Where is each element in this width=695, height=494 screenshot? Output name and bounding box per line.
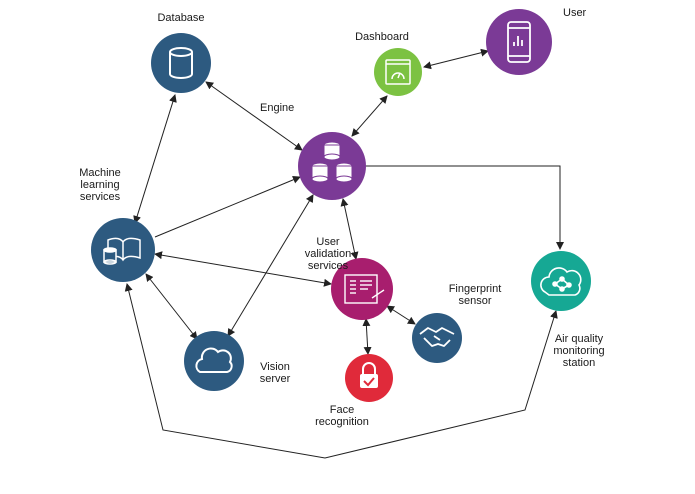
edge-validation-fingerprint (386, 305, 416, 325)
gauge-icon (385, 59, 411, 85)
label-line: Fingerprint (448, 283, 502, 295)
book-database-icon (103, 237, 141, 265)
edge-dashboard-user (423, 48, 489, 70)
cloud-network-icon (540, 267, 582, 296)
user-validation-label: User validation services (298, 236, 358, 272)
server-cluster-icon (311, 141, 353, 183)
engine-node[interactable] (298, 132, 366, 200)
label-line: validation (304, 248, 352, 260)
label-line: Air quality (554, 333, 604, 345)
edge-database-engine (205, 81, 303, 151)
dashboard-label: Dashboard (355, 31, 409, 43)
machine-learning-label: Machine learning services (70, 167, 130, 203)
user-label: User (563, 7, 587, 19)
edges (124, 48, 564, 459)
edge-ml-engine (154, 175, 301, 238)
label-line: station (562, 357, 596, 369)
air-quality-node[interactable] (531, 251, 591, 311)
smartphone-icon (507, 21, 531, 63)
document-signature-icon (344, 274, 385, 304)
database-label: Database (157, 12, 205, 24)
edge-database-ml (133, 94, 177, 224)
label-line: services (307, 260, 349, 272)
edge-ml-validation (154, 251, 332, 287)
label-line: learning (80, 179, 120, 191)
database-node[interactable] (151, 33, 211, 93)
vision-server-label: Vision server (250, 361, 300, 385)
vision-server-node[interactable] (184, 331, 244, 391)
edge-engine-dashboard (351, 95, 388, 137)
air-quality-label: Air quality monitoring station (544, 333, 614, 369)
fingerprint-sensor-label: Fingerprint sensor (440, 283, 510, 307)
label-line: sensor (458, 295, 492, 307)
handshake-icon (419, 327, 455, 347)
fingerprint-sensor-node[interactable] (412, 313, 462, 363)
label-line: Vision (260, 361, 290, 373)
label-line: User (316, 236, 340, 248)
edge-engine-air (366, 165, 564, 250)
label-line: Face (329, 404, 355, 416)
label-line: services (79, 191, 121, 203)
dashboard-node[interactable] (374, 48, 422, 96)
machine-learning-node[interactable] (91, 218, 155, 282)
label-line: recognition (315, 416, 369, 428)
label-line: monitoring (553, 345, 605, 357)
edge-engine-validation (340, 198, 359, 260)
face-recognition-node[interactable] (345, 354, 393, 402)
engine-label: Engine (260, 102, 295, 114)
label-line: server (259, 373, 291, 385)
label-line: Machine (79, 167, 121, 179)
lock-check-icon (360, 362, 378, 388)
edge-validation-face (362, 318, 372, 355)
user-validation-node[interactable] (331, 258, 393, 320)
database-icon (169, 47, 193, 79)
user-node[interactable] (486, 9, 552, 75)
cloud-icon (195, 347, 233, 373)
face-recognition-label: Face recognition (307, 404, 377, 428)
edge-ml-air (124, 283, 558, 459)
edge-ml-vision (145, 273, 198, 340)
